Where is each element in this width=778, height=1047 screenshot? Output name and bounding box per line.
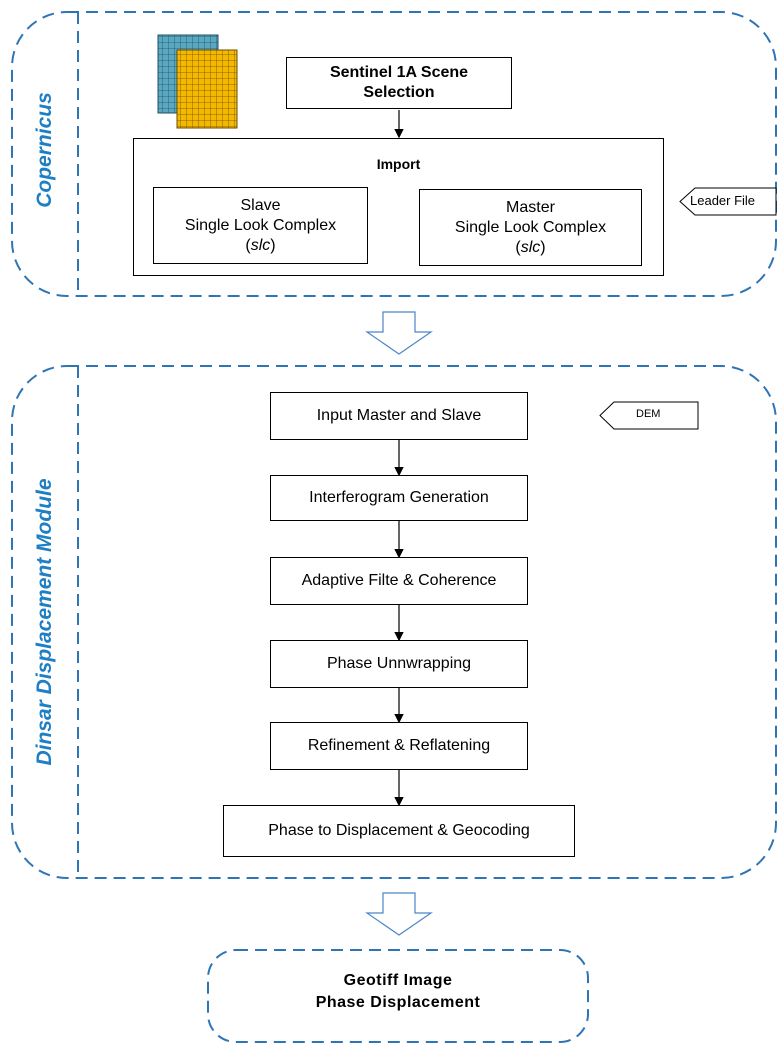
step-interferogram-generation: Interferogram Generation — [270, 475, 528, 521]
master-label: Master — [506, 198, 555, 216]
scene-selection-text: Sentinel 1A Scene Selection — [329, 64, 469, 101]
output-container — [207, 949, 589, 1043]
dem-tag-shape — [599, 401, 699, 430]
leader-file-label: Leader File — [690, 193, 756, 208]
master-slc-box: Master Single Look Complex (slc) — [419, 189, 642, 266]
import-title: Import — [376, 156, 421, 172]
copernicus-label: Copernicus — [33, 92, 56, 208]
raster-grid-icon — [157, 34, 238, 129]
slave-slc-box: Slave Single Look Complex (slc) — [153, 187, 368, 264]
hollow-arrow-2 — [365, 892, 433, 936]
hollow-arrow-1 — [365, 311, 433, 355]
master-abbr: (slc) — [515, 238, 546, 256]
dinsar-container — [11, 365, 777, 879]
slave-label: Slave — [240, 196, 281, 214]
step-refinement-reflatening: Refinement & Reflatening — [270, 722, 528, 770]
output-text: Geotiff Image Phase Displacement — [208, 970, 588, 1015]
copernicus-container — [11, 11, 777, 297]
step-adaptive-filter-coherence: Adaptive Filte & Coherence — [270, 557, 528, 605]
step-phase-to-displacement-geocoding: Phase to Displacement & Geocoding — [223, 805, 575, 857]
output-line-2: Phase Displacement — [315, 994, 481, 1012]
scene-selection-box: Sentinel 1A Scene Selection — [286, 57, 512, 109]
output-line-1: Geotiff Image — [343, 972, 453, 989]
dinsar-module-label: Dinsar Displacement Module — [33, 478, 56, 766]
leader-file-tag-shape — [679, 187, 777, 216]
master-type-label: Single Look Complex — [454, 218, 607, 236]
slave-abbr: (slc) — [245, 236, 276, 254]
slave-type-label: Single Look Complex — [184, 216, 337, 234]
step-phase-unwrapping: Phase Unnwrapping — [270, 640, 528, 688]
dem-label: DEM — [636, 408, 661, 420]
step-input-master-slave: Input Master and Slave — [270, 392, 528, 440]
